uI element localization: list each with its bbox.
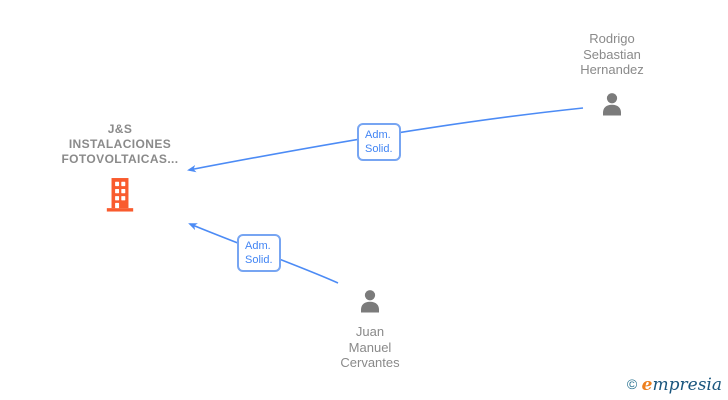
empresia-logo: © empresia: [627, 375, 722, 395]
building-icon: [104, 177, 136, 212]
brand-word: empresia: [641, 375, 722, 395]
edge-label-adm-solid: Adm. Solid.: [237, 234, 281, 272]
node-person-juan[interactable]: Juan Manuel Cervantes: [310, 287, 430, 371]
company-name: J&S INSTALACIONES FOTOVOLTAICAS...: [61, 122, 179, 166]
node-company[interactable]: J&S INSTALACIONES FOTOVOLTAICAS...: [30, 122, 210, 217]
person-name: Rodrigo Sebastian Hernandez: [580, 31, 644, 77]
node-person-rodrigo[interactable]: Rodrigo Sebastian Hernandez: [552, 31, 672, 125]
person-icon: [355, 287, 385, 317]
copyright-icon: ©: [626, 376, 638, 392]
person-icon: [597, 90, 627, 120]
edge-label-adm-solid: Adm. Solid.: [357, 123, 401, 161]
person-name: Juan Manuel Cervantes: [340, 324, 400, 370]
